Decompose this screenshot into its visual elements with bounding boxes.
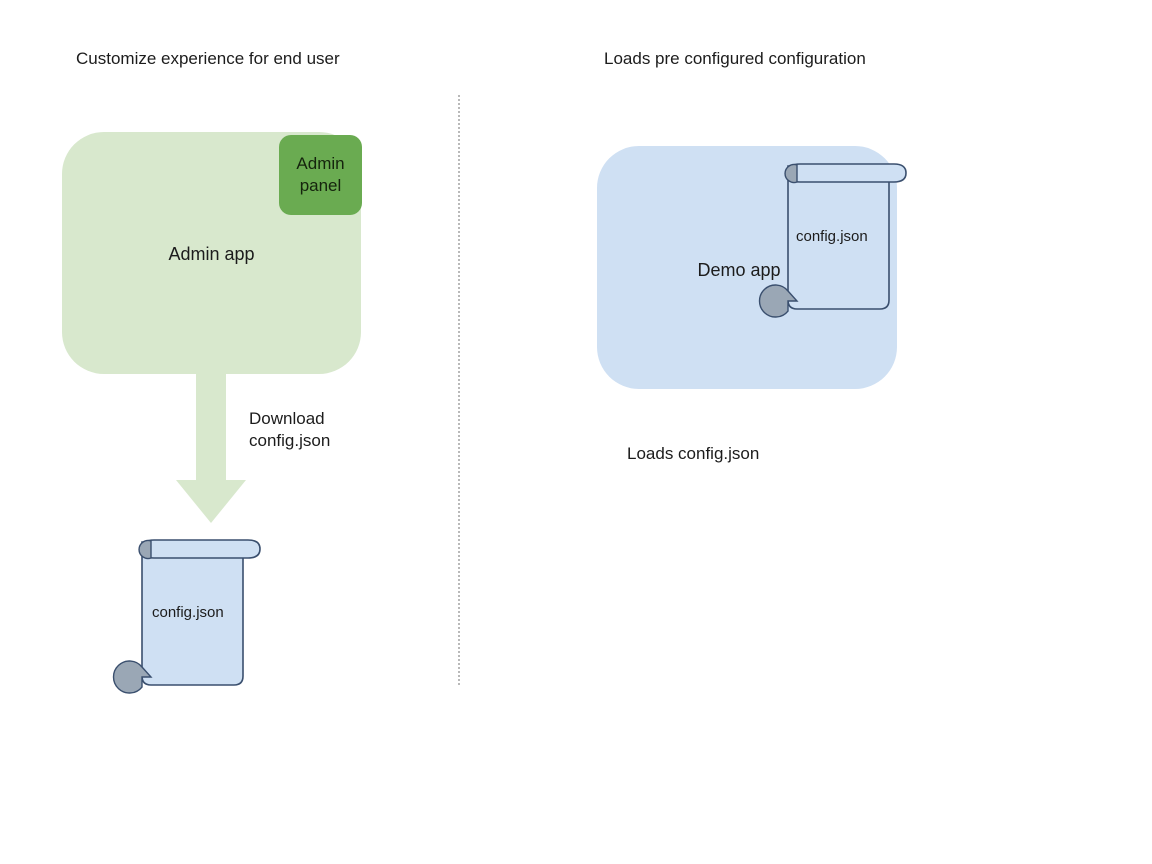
download-arrow-label: Download config.json [249,408,330,452]
download-arrow-label-line2: config.json [249,431,331,450]
admin-panel-label: Admin panel [296,154,345,195]
right-column-heading: Loads pre configured configuration [604,49,866,68]
column-divider [458,95,460,685]
admin-panel-badge[interactable]: Admin panel [279,135,362,215]
config-json-label-right: config.json [796,228,868,245]
loads-config-caption: Loads config.json [627,444,760,463]
admin-app-label: Admin app [168,244,255,264]
config-json-document-right: config.json [758,152,914,318]
download-arrow-icon [161,368,261,528]
demo-app-label: Demo app [697,260,781,280]
config-json-document-left: config.json [112,528,268,694]
left-column-heading: Customize experience for end user [76,49,340,68]
download-arrow-label-line1: Download [249,409,325,428]
config-json-label-left: config.json [152,604,224,621]
